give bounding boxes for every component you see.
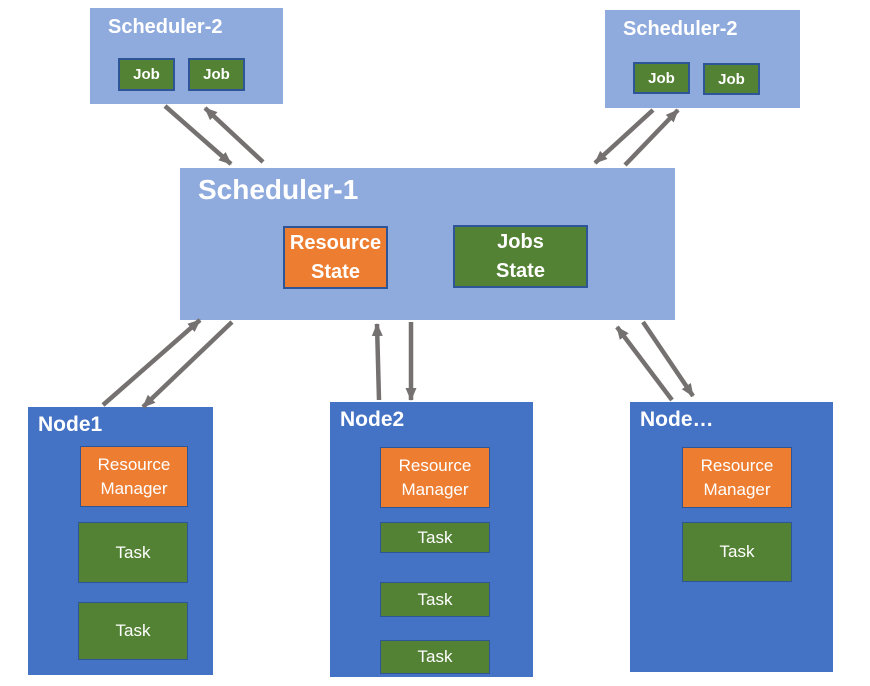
scheduler1-box: Scheduler-1 Resource State Jobs State — [180, 168, 675, 320]
arrow-node3-to-scheduler1 — [615, 325, 674, 402]
arrow-scheduler2-left-to-scheduler1 — [163, 104, 233, 166]
job-box: Job — [118, 58, 175, 91]
arrow-node2-to-scheduler1 — [371, 323, 383, 401]
scheduler1-title: Scheduler-1 — [198, 174, 359, 205]
node2-box: Node2 Resource Manager Task Task Task — [330, 402, 533, 677]
task-box: Task — [380, 640, 490, 674]
resource-manager-box: Resource Manager — [682, 447, 792, 508]
task-box: Task — [682, 522, 792, 582]
resource-manager-box: Resource Manager — [80, 446, 188, 507]
task-box: Task — [380, 522, 490, 553]
node2-title: Node2 — [340, 408, 405, 431]
scheduler2-left-title: Scheduler-2 — [108, 16, 223, 38]
arrow-scheduler1-to-scheduler2-left — [203, 106, 265, 164]
job-box: Job — [188, 58, 245, 91]
arrow-node1-to-scheduler1 — [101, 318, 202, 407]
node3-title: Node… — [640, 408, 714, 431]
task-box: Task — [380, 582, 490, 617]
task-box: Task — [78, 522, 188, 583]
arrow-scheduler1-to-node1 — [141, 320, 234, 409]
scheduler2-left-box: Scheduler-2 Job Job — [90, 8, 283, 104]
scheduler2-right-box: Scheduler-2 Job Job — [605, 10, 800, 108]
scheduler2-right-title: Scheduler-2 — [623, 18, 738, 40]
resource-manager-box: Resource Manager — [380, 447, 490, 508]
job-box: Job — [633, 62, 690, 94]
jobs-state-box: Jobs State — [453, 225, 588, 288]
node3-box: Node… Resource Manager Task — [630, 402, 833, 672]
node1-title: Node1 — [38, 413, 103, 436]
job-box: Job — [703, 63, 760, 95]
arrow-scheduler1-to-node3 — [641, 320, 695, 398]
arrow-scheduler1-to-scheduler2-right — [623, 108, 680, 167]
resource-state-box: Resource State — [283, 226, 388, 289]
node1-box: Node1 Resource Manager Task Task — [28, 407, 213, 675]
arrow-scheduler2-right-to-scheduler1 — [593, 108, 655, 165]
task-box: Task — [78, 602, 188, 660]
